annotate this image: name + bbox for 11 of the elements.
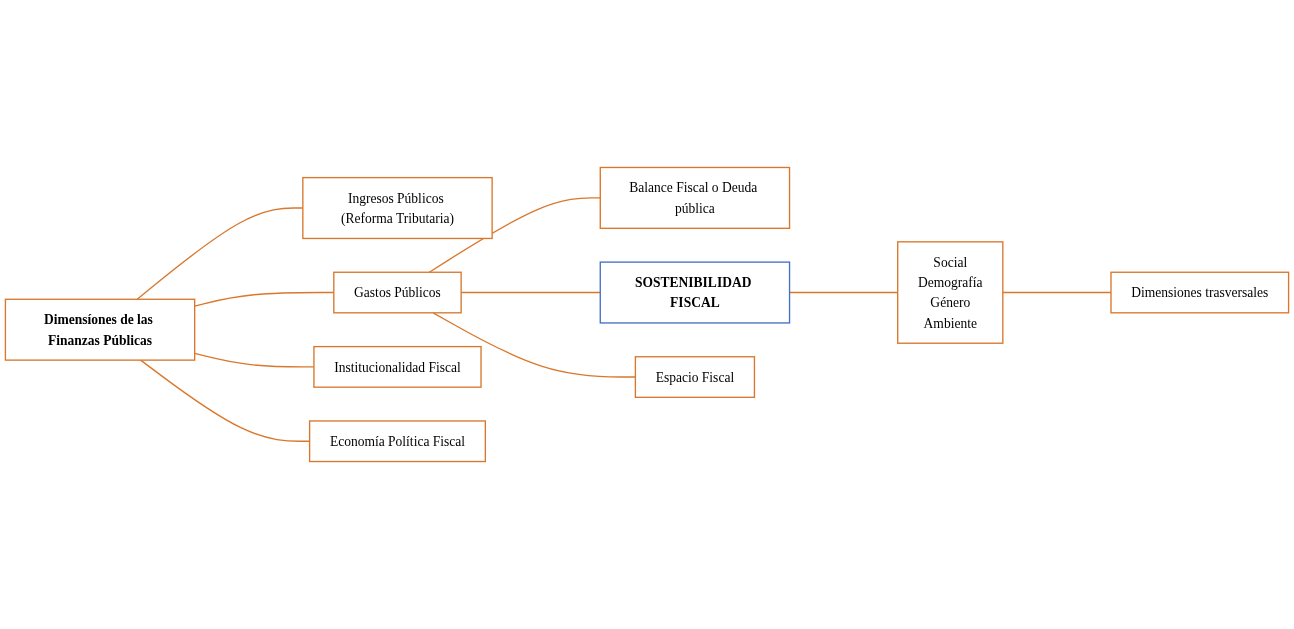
node-box: Gastos Públicos — [333, 271, 462, 314]
node-box: Ingresos Públicos (Reforma Tributaria) — [302, 176, 493, 240]
node-box: Economía Política Fiscal — [308, 420, 487, 463]
node-box: Dimensiones trasversales — [1110, 271, 1290, 314]
node-box: Social Demografía Género Ambiente — [897, 241, 1004, 344]
node-box: Balance Fiscal o Deuda pública — [599, 166, 791, 229]
connector — [428, 197, 601, 273]
node-box: Dimensíones de las Finanzas Públicas — [4, 298, 196, 361]
node-box: SOSTENIBILIDAD FISCAL — [599, 261, 791, 324]
node-box: Espacio Fiscal — [634, 356, 756, 398]
node-box: Institucionalidad Fiscal — [313, 345, 482, 388]
